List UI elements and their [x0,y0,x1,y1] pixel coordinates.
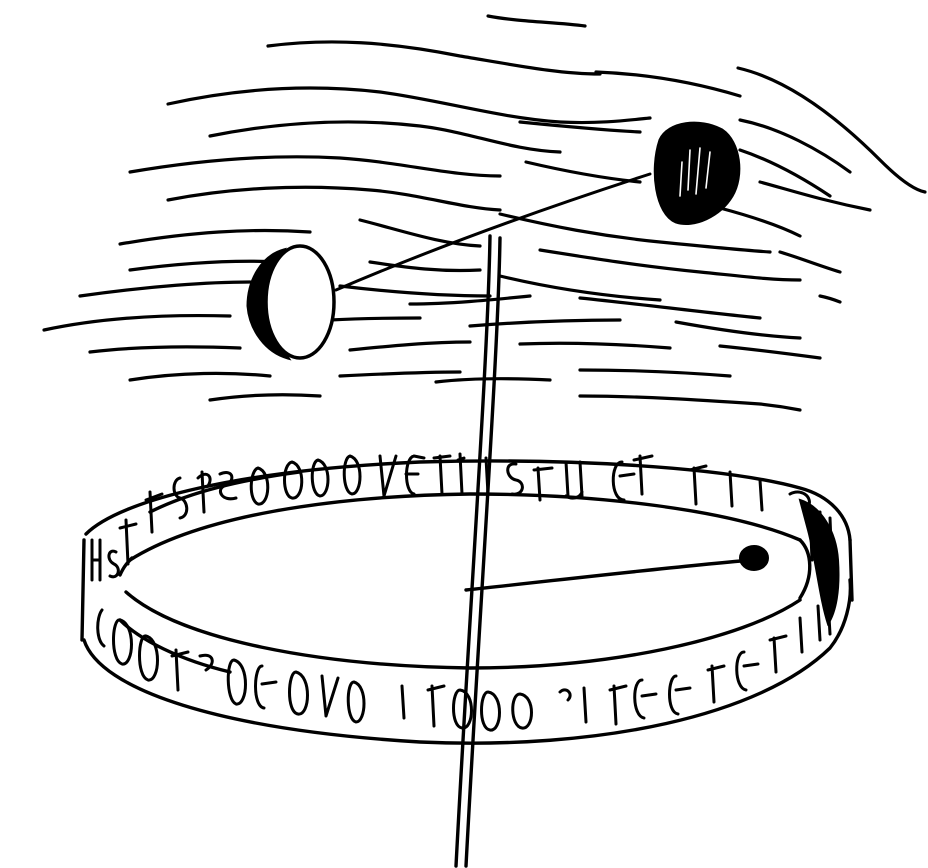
horizontal-arm-to-marker [466,560,752,590]
ring-marker-dot [740,546,768,570]
central-vertical-axis [456,236,500,866]
